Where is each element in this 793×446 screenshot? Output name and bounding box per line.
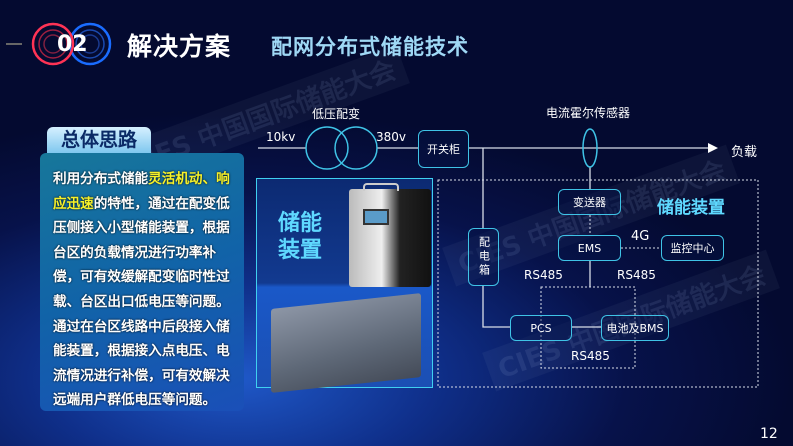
battery-bms-box: 电池及BMS <box>601 315 669 341</box>
monitor-center-box: 监控中心 <box>661 235 724 261</box>
device-screen <box>363 209 389 225</box>
sensor-label: 电流霍尔传感器 <box>546 106 631 120</box>
page-title: 解决方案 <box>127 32 232 61</box>
overview-tab: 总体思路 <box>47 127 151 154</box>
rs485-bottom-label: RS485 <box>571 349 610 363</box>
rs485-right-label: RS485 <box>617 268 656 282</box>
battery-pack-image <box>271 293 421 393</box>
page-number: 12 <box>760 426 778 442</box>
transformer-label: 低压配变 <box>312 107 361 121</box>
highlight-text: 灵活机动、响应迅速 <box>53 171 230 212</box>
device-label: 储能 装置 <box>278 210 322 264</box>
load-label: 负载 <box>731 145 758 160</box>
device-label-line2: 装置 <box>278 238 323 263</box>
hall-sensor-icon <box>582 128 598 168</box>
transmitter-box: 变送器 <box>558 189 621 215</box>
4g-label: 4G <box>631 229 650 244</box>
ems-box: EMS <box>558 235 621 261</box>
section-rings-icon <box>31 22 112 66</box>
rs485-left-label: RS485 <box>524 268 563 282</box>
arrow-icon <box>708 143 718 153</box>
text-after: 的特性，通过在配变低压侧接入小型储能装置，根据台区的负载情况进行功率补偿，可有效… <box>53 195 230 409</box>
device-image-panel <box>256 178 433 393</box>
transformer-icon <box>305 126 378 170</box>
device-label-line1: 储能 <box>278 211 323 236</box>
rs485-loop <box>540 286 636 369</box>
page-subtitle: 配网分布式储能技术 <box>271 35 469 59</box>
cabinet-device-image <box>349 189 431 287</box>
switchgear-box: 开关柜 <box>418 130 469 168</box>
input-voltage: 10kv <box>266 130 296 144</box>
storage-boundary <box>437 179 759 388</box>
line-to-pcs <box>482 286 510 328</box>
distribution-box: 配电箱 <box>468 228 499 286</box>
pcs-box: PCS <box>510 315 572 341</box>
overview-text-panel: 利用分布式储能灵活机动、响应迅速的特性，通过在配变低压侧接入小型储能装置，根据台… <box>40 153 244 411</box>
handle-icon <box>363 183 399 191</box>
text-before: 利用分布式储能 <box>53 171 149 187</box>
output-voltage: 380v <box>376 130 407 144</box>
section-number: 02 <box>57 32 88 57</box>
storage-title: 储能装置 <box>657 198 725 218</box>
